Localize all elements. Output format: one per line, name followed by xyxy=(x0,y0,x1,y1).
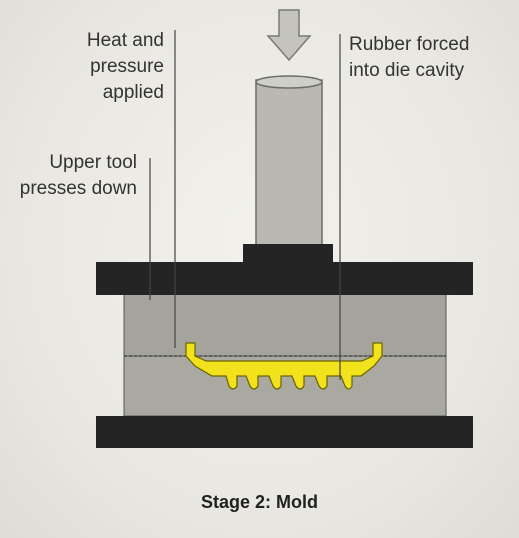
label-rubber-forced: Rubber forced into die cavity xyxy=(349,34,470,81)
down-arrow-icon xyxy=(266,9,312,62)
label-heat-and-pressure: Heat and pressure applied xyxy=(86,30,164,103)
upper-tool-block xyxy=(123,293,447,357)
plunger-collar xyxy=(243,244,333,264)
label-upper-tool: Upper tool presses down xyxy=(19,152,137,199)
upper-platen xyxy=(96,262,473,295)
plunger-shaft xyxy=(255,79,323,247)
diagram-caption: Stage 2: Mold xyxy=(200,492,318,512)
plunger-top-face xyxy=(255,75,323,89)
lower-platen xyxy=(96,416,473,448)
rubber-part xyxy=(185,342,383,390)
